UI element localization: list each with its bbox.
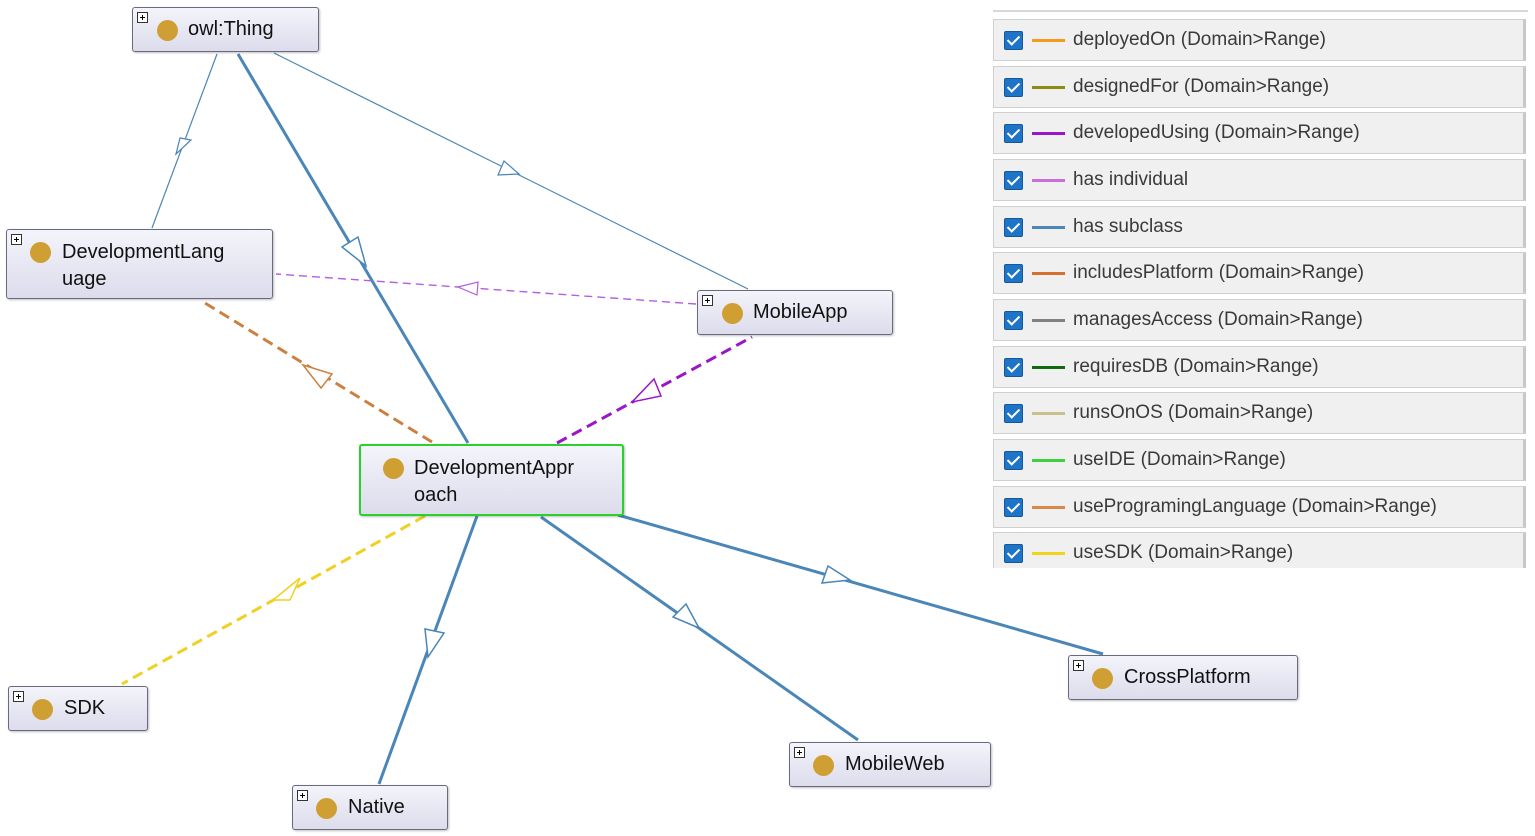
checkbox-checked[interactable]: [1004, 311, 1023, 330]
legend-row[interactable]: requiresDB (Domain>Range): [993, 346, 1526, 388]
line-swatch: [1032, 459, 1065, 462]
legend-row[interactable]: deployedOn (Domain>Range): [993, 19, 1526, 61]
node-owl-thing[interactable]: owl:Thing: [132, 7, 319, 52]
node-label: owl:Thing: [188, 18, 274, 40]
legend-row[interactable]: has individual: [993, 159, 1526, 201]
legend-row[interactable]: has subclass: [993, 206, 1526, 248]
legend-label: designedFor (Domain>Range): [1073, 76, 1330, 97]
legend-label: managesAccess (Domain>Range): [1073, 309, 1363, 330]
line-swatch: [1032, 39, 1065, 42]
node-label: SDK: [64, 697, 106, 719]
legend-label: useProgramingLanguage (Domain>Range): [1073, 496, 1437, 517]
legend-label: deployedOn (Domain>Range): [1073, 29, 1326, 50]
node-label: MobileWeb: [845, 753, 945, 775]
checkbox-checked[interactable]: [1004, 544, 1023, 563]
line-swatch: [1032, 226, 1065, 229]
line-swatch: [1032, 506, 1065, 509]
node-label: MobileApp: [753, 301, 848, 323]
line-swatch: [1032, 412, 1065, 415]
class-icon: [30, 242, 51, 263]
class-icon: [316, 798, 337, 819]
node-label: CrossPlatform: [1124, 666, 1251, 688]
class-icon: [32, 699, 53, 720]
class-icon: [157, 20, 178, 41]
legend-row[interactable]: useSDK (Domain>Range): [993, 532, 1526, 568]
node-label-line2: uage: [62, 268, 107, 290]
legend-label: requiresDB (Domain>Range): [1073, 356, 1319, 377]
checkbox-checked[interactable]: [1004, 358, 1023, 377]
class-icon: [813, 755, 834, 776]
expand-icon[interactable]: [11, 234, 22, 245]
checkbox-checked[interactable]: [1004, 218, 1023, 237]
legend-row[interactable]: useProgramingLanguage (Domain>Range): [993, 486, 1526, 528]
legend-label: has subclass: [1073, 216, 1183, 237]
line-swatch: [1032, 179, 1065, 182]
legend-row[interactable]: useIDE (Domain>Range): [993, 439, 1526, 481]
node-label-line2: oach: [414, 484, 458, 506]
class-icon: [722, 303, 743, 324]
node-native[interactable]: Native: [292, 785, 448, 830]
line-swatch: [1032, 132, 1065, 135]
legend-label: includesPlatform (Domain>Range): [1073, 262, 1364, 283]
legend-row[interactable]: developedUsing (Domain>Range): [993, 112, 1526, 154]
legend-label: useSDK (Domain>Range): [1073, 542, 1294, 563]
edge-thing-to-mobileapp: [273, 52, 749, 290]
edge-thing-to-devlanguage: [151, 53, 218, 229]
legend-label: has individual: [1073, 169, 1189, 190]
class-icon: [1092, 668, 1113, 689]
node-mobile-web[interactable]: MobileWeb: [789, 742, 991, 787]
expand-icon[interactable]: [794, 747, 805, 758]
node-development-language[interactable]: DevelopmentLang uage: [6, 229, 273, 299]
expand-icon[interactable]: [13, 691, 24, 702]
edge-thing-to-devapproach: [236, 53, 470, 444]
legend-label: useIDE (Domain>Range): [1073, 449, 1286, 470]
line-swatch: [1032, 86, 1065, 89]
checkbox-checked[interactable]: [1004, 171, 1023, 190]
legend-row[interactable]: runsOnOS (Domain>Range): [993, 392, 1526, 434]
edge-devapproach-to-mobileapp: [556, 335, 753, 445]
checkbox-checked[interactable]: [1004, 124, 1023, 143]
legend-label: developedUsing (Domain>Range): [1073, 122, 1360, 143]
expand-icon[interactable]: [702, 295, 713, 306]
legend-row[interactable]: managesAccess (Domain>Range): [993, 299, 1526, 341]
node-development-approach[interactable]: DevelopmentAppr oach: [359, 444, 624, 516]
edge-devapproach-to-mobileweb: [540, 515, 859, 742]
node-sdk[interactable]: SDK: [8, 686, 148, 731]
checkbox-checked[interactable]: [1004, 264, 1023, 283]
checkbox-checked[interactable]: [1004, 451, 1023, 470]
node-label-line1: DevelopmentLang: [62, 241, 225, 263]
node-label-line1: DevelopmentAppr: [414, 457, 575, 479]
line-swatch: [1032, 319, 1065, 322]
expand-icon[interactable]: [297, 790, 308, 801]
checkbox-checked[interactable]: [1004, 78, 1023, 97]
node-cross-platform[interactable]: CrossPlatform: [1068, 655, 1298, 700]
edge-mobileapp-to-devlanguage: [275, 273, 697, 305]
expand-icon[interactable]: [1073, 660, 1084, 671]
line-swatch: [1032, 272, 1065, 275]
edge-devapproach-to-sdk: [121, 514, 426, 686]
node-label: Native: [348, 796, 405, 818]
checkbox-checked[interactable]: [1004, 31, 1023, 50]
expand-icon[interactable]: [137, 12, 148, 23]
line-swatch: [1032, 366, 1065, 369]
legend-row[interactable]: includesPlatform (Domain>Range): [993, 252, 1526, 294]
line-swatch: [1032, 552, 1065, 555]
edge-legend-panel: deployedOn (Domain>Range) designedFor (D…: [993, 10, 1528, 568]
legend-row[interactable]: designedFor (Domain>Range): [993, 66, 1526, 108]
edge-devapproach-to-devlanguage: [199, 298, 433, 444]
checkbox-checked[interactable]: [1004, 404, 1023, 423]
edge-devapproach-to-native: [377, 515, 479, 785]
node-mobile-app[interactable]: MobileApp: [697, 290, 893, 335]
checkbox-checked[interactable]: [1004, 498, 1023, 517]
edge-devapproach-to-crossplatform: [617, 513, 1104, 656]
legend-label: runsOnOS (Domain>Range): [1073, 402, 1314, 423]
class-icon: [383, 458, 404, 479]
